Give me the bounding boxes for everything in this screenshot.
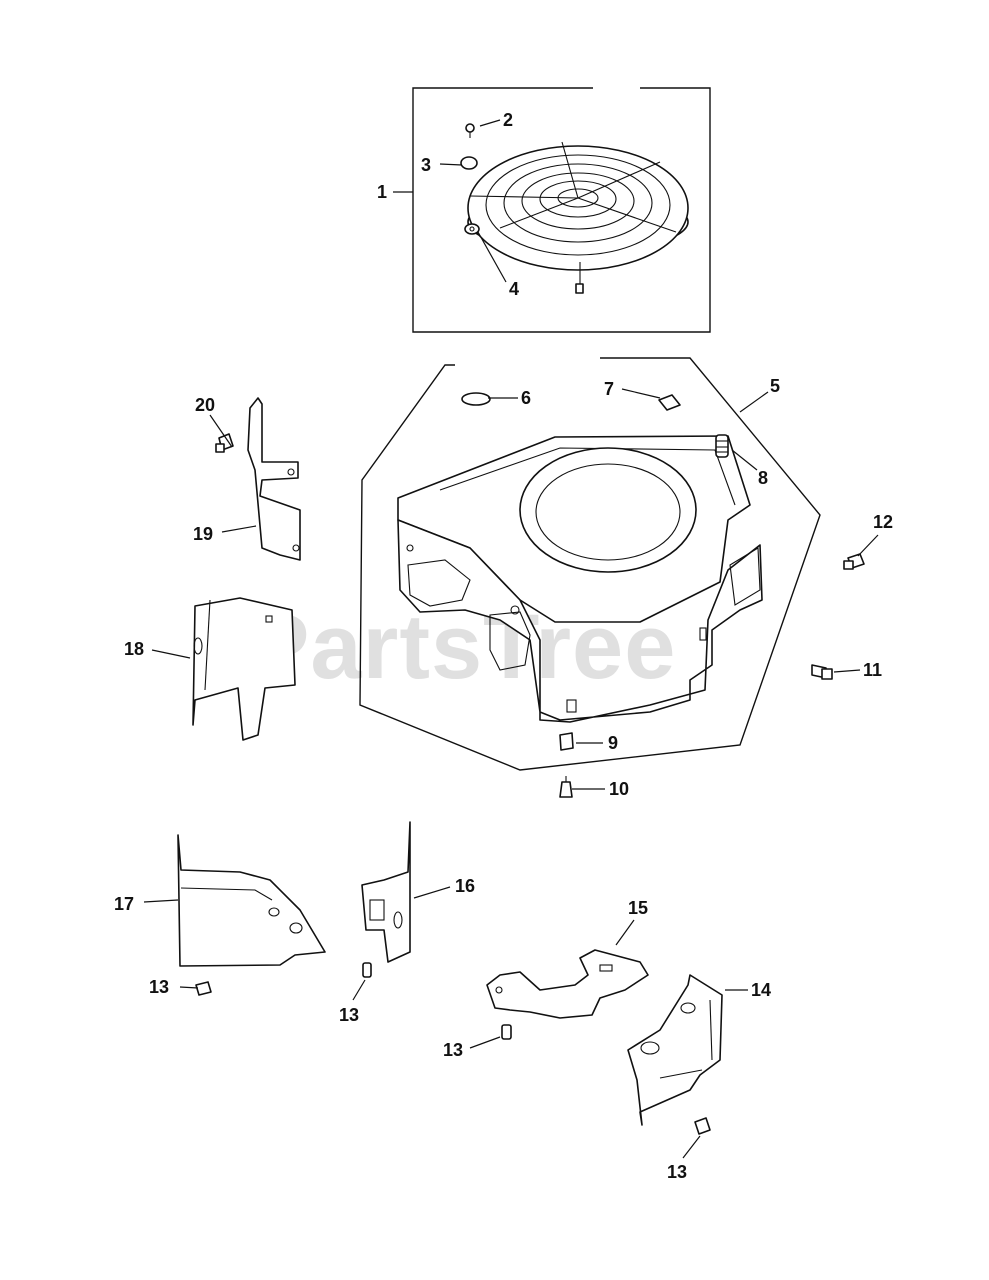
leader-lines (143, 119, 879, 1159)
callout-15: 15 (628, 898, 648, 918)
callout-9: 9 (608, 733, 618, 753)
callout-18: 18 (124, 639, 144, 659)
cylinder-shield-14 (627, 974, 723, 1135)
callout-6: 6 (521, 388, 531, 408)
baffle-bracket-15 (486, 949, 649, 1040)
cylinder-shield-18 (192, 597, 296, 741)
callout-labels: 1 2 3 4 5 6 7 8 9 10 11 12 13 13 13 13 1… (114, 110, 893, 1182)
callout-7: 7 (604, 379, 614, 399)
callout-1: 1 (377, 182, 387, 202)
blower-housing-assembly (359, 357, 821, 798)
callout-12: 12 (873, 512, 893, 532)
callout-16: 16 (455, 876, 475, 896)
cylinder-shield-17 (177, 834, 326, 996)
callout-13d: 13 (667, 1162, 687, 1182)
callout-13a: 13 (149, 977, 169, 997)
callout-5: 5 (770, 376, 780, 396)
callout-13b: 13 (339, 1005, 359, 1025)
callout-13c: 13 (443, 1040, 463, 1060)
callout-11: 11 (863, 660, 882, 680)
callout-14: 14 (751, 980, 771, 1000)
fan-screen-assembly (412, 87, 711, 333)
cylinder-shield-16 (361, 821, 411, 978)
side-screws (811, 553, 865, 680)
callout-17: 17 (114, 894, 134, 914)
callout-3: 3 (421, 155, 431, 175)
callout-8: 8 (758, 468, 768, 488)
callout-19: 19 (193, 524, 213, 544)
callout-4: 4 (509, 279, 519, 299)
callout-20: 20 (195, 395, 215, 415)
callout-10: 10 (609, 779, 629, 799)
baffle-bracket (215, 397, 301, 561)
callout-2: 2 (503, 110, 513, 130)
